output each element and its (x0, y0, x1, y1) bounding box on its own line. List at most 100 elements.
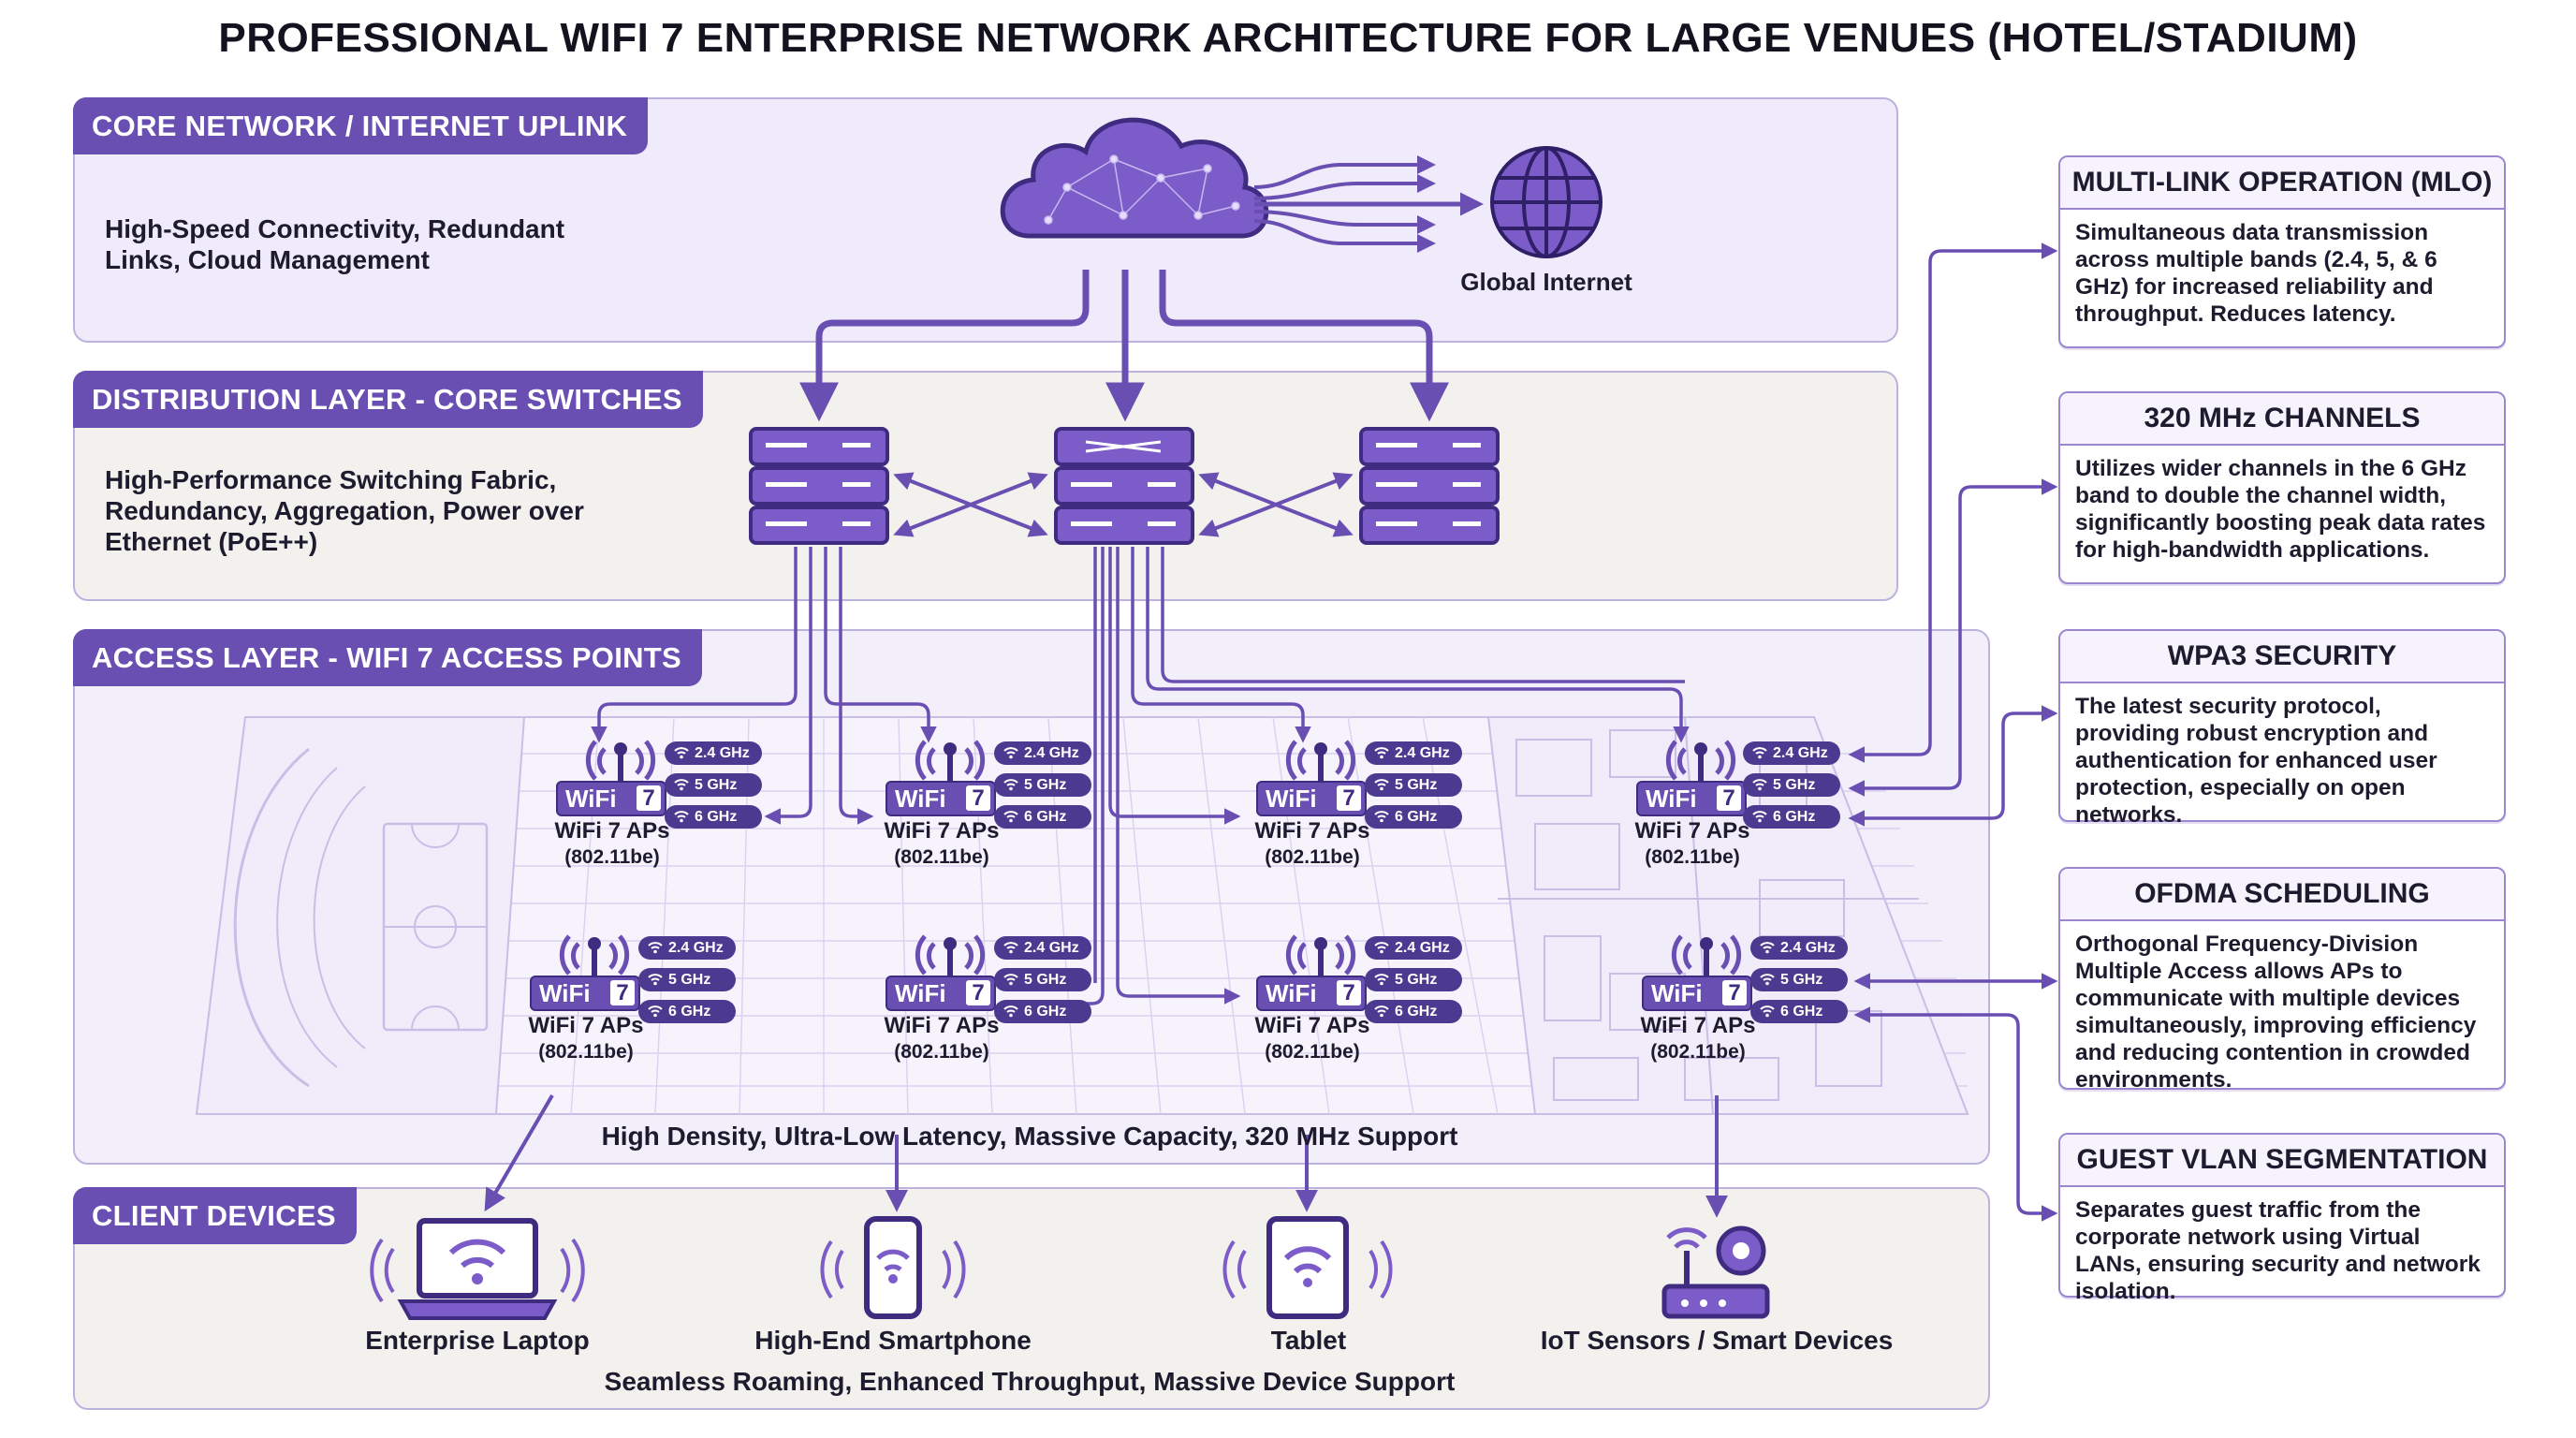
ap-band-list: 2.4 GHz 5 GHz 6 GHz (638, 936, 736, 1032)
band-label: 2.4 GHz (668, 940, 724, 956)
wifi7-badge-number: 7 (1337, 785, 1361, 811)
band-pill: 2.4 GHz (1750, 936, 1848, 960)
wifi7-badge: WiFi 7 (1642, 976, 1752, 1011)
wifi7-badge-text: WiFi (1266, 785, 1317, 813)
feature-text: Separates guest traffic from the corpora… (2075, 1197, 2481, 1304)
band-pill: 6 GHz (994, 805, 1091, 829)
wifi7-badge-text: WiFi (895, 785, 946, 813)
core-network-label: CORE NETWORK / INTERNET UPLINK (73, 97, 649, 154)
feature-ofdma: OFDMA SCHEDULING Orthogonal Frequency-Di… (2058, 867, 2506, 1093)
band-label: 2.4 GHz (695, 745, 750, 761)
wifi7-badge: WiFi 7 (1256, 781, 1367, 816)
ap-standard: (802.11be) (1650, 1041, 1746, 1063)
wifi7-badge: WiFi 7 (1256, 976, 1367, 1011)
band-label: 6 GHz (1395, 809, 1438, 825)
band-pill: 2.4 GHz (994, 936, 1091, 960)
wifi7-badge-text: WiFi (1651, 979, 1703, 1007)
band-label: 2.4 GHz (1024, 940, 1079, 956)
ap-antenna-icon (1285, 740, 1356, 785)
band-label: 5 GHz (1024, 777, 1067, 793)
band-label: 5 GHz (1773, 777, 1816, 793)
ap-band-list: 2.4 GHz 5 GHz 6 GHz (665, 741, 762, 837)
band-label: 5 GHz (1780, 972, 1823, 988)
band-pill: 5 GHz (1750, 968, 1848, 991)
feature-text: Orthogonal Frequency-Division Multiple A… (2075, 932, 2477, 1093)
ap-standard: (802.11be) (894, 1041, 989, 1063)
wifi7-badge: WiFi 7 (1636, 781, 1747, 816)
band-label: 6 GHz (1024, 1004, 1067, 1020)
client-devices-label: CLIENT DEVICES (73, 1187, 357, 1244)
band-pill: 5 GHz (994, 773, 1091, 797)
distribution-layer-description: High-Performance Switching Fabric, Redun… (105, 465, 584, 556)
ap-band-list: 2.4 GHz 5 GHz 6 GHz (1743, 741, 1840, 837)
band-label: 5 GHz (1024, 972, 1067, 988)
band-label: 6 GHz (1773, 809, 1816, 825)
wifi7-badge-number: 7 (966, 785, 990, 811)
wifi7-badge-number: 7 (966, 980, 990, 1005)
ap-standard: (802.11be) (894, 846, 989, 868)
feature-320mhz: 320 MHz CHANNELS Utilizes wider channels… (2058, 391, 2506, 584)
band-pill: 5 GHz (994, 968, 1091, 991)
feature-wpa3: WPA3 SECURITY The latest security protoc… (2058, 629, 2506, 828)
wifi7-badge-number: 7 (1722, 980, 1747, 1005)
global-internet-label: Global Internet (1460, 268, 1632, 296)
band-pill: 2.4 GHz (1365, 936, 1462, 960)
ap-band-list: 2.4 GHz 5 GHz 6 GHz (994, 741, 1091, 837)
feature-mlo: MULTI-LINK OPERATION (MLO) Simultaneous … (2058, 155, 2506, 348)
client-smartphone: High-End Smartphone (753, 1326, 1033, 1356)
wifi7-badge-number: 7 (1717, 785, 1741, 811)
band-pill: 5 GHz (1365, 968, 1462, 991)
client-label: High-End Smartphone (754, 1326, 1032, 1355)
band-pill: 6 GHz (1365, 805, 1462, 829)
feature-title: 320 MHz CHANNELS (2060, 393, 2504, 446)
ap-band-list: 2.4 GHz 5 GHz 6 GHz (1365, 936, 1462, 1032)
client-enterprise-laptop: Enterprise Laptop (337, 1326, 618, 1356)
feature-title: GUEST VLAN SEGMENTATION (2060, 1135, 2504, 1187)
band-label: 6 GHz (668, 1004, 711, 1020)
access-layer-panel: ACCESS LAYER - WIFI 7 ACCESS POINTS (73, 629, 1990, 1165)
band-label: 6 GHz (1395, 1004, 1438, 1020)
client-label: Tablet (1270, 1326, 1347, 1355)
band-label: 2.4 GHz (1395, 745, 1450, 761)
feature-text: Utilizes wider channels in the 6 GHz ban… (2075, 456, 2486, 563)
ap-standard: (802.11be) (538, 1041, 634, 1063)
band-pill: 6 GHz (994, 1000, 1091, 1023)
band-pill: 6 GHz (638, 1000, 736, 1023)
band-pill: 2.4 GHz (1743, 741, 1840, 765)
band-label: 2.4 GHz (1395, 940, 1450, 956)
ap-band-list: 2.4 GHz 5 GHz 6 GHz (1365, 741, 1462, 837)
band-pill: 6 GHz (1743, 805, 1840, 829)
band-pill: 2.4 GHz (665, 741, 762, 765)
band-label: 6 GHz (1024, 809, 1067, 825)
access-layer-footer: High Density, Ultra-Low Latency, Massive… (601, 1122, 1458, 1151)
band-label: 5 GHz (668, 972, 711, 988)
client-iot-sensors: IoT Sensors / Smart Devices (1530, 1326, 1904, 1356)
client-devices-footer: Seamless Roaming, Enhanced Throughput, M… (604, 1367, 1456, 1396)
band-label: 2.4 GHz (1024, 745, 1079, 761)
band-pill: 2.4 GHz (638, 936, 736, 960)
feature-guest-vlan: GUEST VLAN SEGMENTATION Separates guest … (2058, 1133, 2506, 1304)
page-title: PROFESSIONAL WIFI 7 ENTERPRISE NETWORK A… (218, 15, 2358, 61)
wifi7-badge-text: WiFi (1646, 785, 1697, 813)
band-label: 5 GHz (695, 777, 738, 793)
ap-antenna-icon (585, 740, 656, 785)
ap-standard: (802.11be) (1265, 846, 1360, 868)
ap-standard: (802.11be) (1645, 846, 1740, 868)
wifi7-badge-number: 7 (637, 785, 661, 811)
feature-title: WPA3 SECURITY (2060, 631, 2504, 683)
wifi7-badge-text: WiFi (1266, 979, 1317, 1007)
band-label: 5 GHz (1395, 777, 1438, 793)
band-pill: 6 GHz (665, 805, 762, 829)
distribution-layer-label: DISTRIBUTION LAYER - CORE SWITCHES (73, 371, 703, 428)
ap-standard: (802.11be) (1265, 1041, 1360, 1063)
feature-text: Simultaneous data transmission across mu… (2075, 220, 2437, 327)
band-label: 5 GHz (1395, 972, 1438, 988)
client-tablet: Tablet (1168, 1326, 1449, 1356)
ap-standard: (802.11be) (564, 846, 660, 868)
client-label: Enterprise Laptop (365, 1326, 590, 1355)
band-pill: 2.4 GHz (994, 741, 1091, 765)
wifi7-badge-number: 7 (1337, 980, 1361, 1005)
